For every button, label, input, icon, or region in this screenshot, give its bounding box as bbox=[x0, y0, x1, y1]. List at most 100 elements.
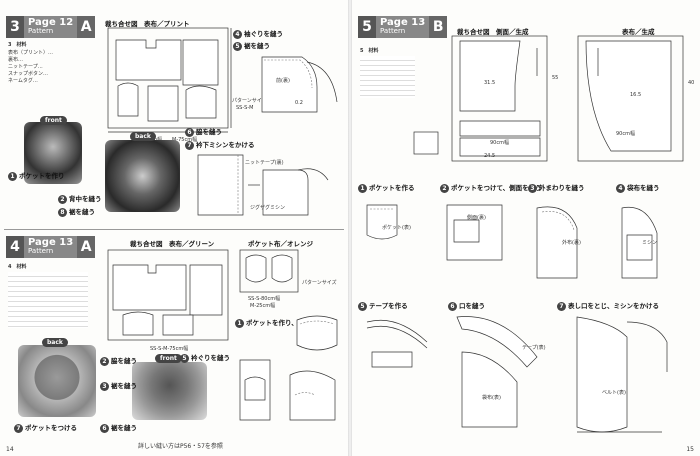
back-label: back bbox=[42, 338, 68, 347]
zigzag-label: ジグザグミシン bbox=[250, 205, 286, 211]
pocket-dim: SS-S-80cm幅 bbox=[248, 296, 281, 302]
front-label: front bbox=[40, 116, 67, 125]
materials-title: 3 材料 bbox=[8, 42, 27, 48]
bag-label: 袋布(表) bbox=[482, 395, 501, 401]
materials-title: 4 材料 bbox=[8, 264, 27, 270]
section-number: 4 bbox=[6, 236, 24, 258]
material-item: ネームタグ… bbox=[8, 78, 38, 84]
pocket-dim: M-25cm幅 bbox=[250, 303, 276, 309]
steps-5-7-diagrams bbox=[366, 316, 668, 433]
armhole-diagram bbox=[261, 56, 338, 113]
section-number: 5 bbox=[358, 16, 376, 38]
width-dim: SS-S-M-75cm幅 bbox=[150, 346, 189, 352]
section-divider bbox=[4, 229, 344, 230]
side-seam-diagram bbox=[197, 154, 329, 216]
left-page: 3 Page 12 Pattern A 3 材料 表布（プリント）… 裏布… ニ… bbox=[0, 0, 348, 456]
back-label: back bbox=[130, 132, 156, 141]
dim-label: 16.5 bbox=[630, 92, 642, 98]
materials-text-block bbox=[360, 56, 415, 98]
layout-title: 裁ち合せ図 側面／生成 bbox=[457, 28, 529, 36]
garment-photo-back-2 bbox=[18, 345, 96, 417]
seam-allowance: 0.2 bbox=[295, 100, 303, 106]
garment-photo-back bbox=[105, 140, 180, 212]
pocket-label: ポケット(表) bbox=[382, 225, 411, 231]
dim-label: 90cm幅 bbox=[616, 131, 635, 137]
bag-layout-diagram bbox=[577, 35, 684, 162]
side-label: 側面(裏) bbox=[467, 215, 486, 221]
book-gutter bbox=[348, 0, 352, 456]
page-ref: Page 12 bbox=[28, 17, 74, 28]
pocket-diagram bbox=[296, 315, 338, 351]
pattern-ref: Pattern bbox=[380, 27, 406, 35]
dim-label: 24.5 bbox=[484, 153, 496, 159]
dim-label: 90cm幅 bbox=[490, 140, 509, 146]
material-item: ニットテープ… bbox=[8, 64, 43, 70]
pattern-ref: Pattern bbox=[28, 27, 54, 35]
material-item: 表布（プリント）… bbox=[8, 50, 54, 56]
pocket-layout-diagram bbox=[239, 249, 299, 293]
dim-label: 31.5 bbox=[484, 80, 496, 86]
steps-1-4-diagrams bbox=[366, 204, 658, 279]
stitch-label: ミシン bbox=[642, 240, 658, 246]
pocket-attach-diagram bbox=[239, 359, 336, 421]
layout-title-2: 表布／生成 bbox=[622, 28, 655, 36]
section-5-badge: 5 Page 13 Pattern B bbox=[358, 16, 448, 38]
pocket-pattern-diagram bbox=[413, 131, 439, 155]
footer-note: 詳しい縫い方はP56・57を参照 bbox=[138, 443, 223, 450]
pocket-title: ポケット布／オレンジ bbox=[248, 240, 313, 248]
cutting-layout-diagram-2 bbox=[107, 249, 229, 341]
outer-label: 外布(裏) bbox=[562, 240, 581, 246]
seam-label: 前(裏) bbox=[276, 78, 290, 84]
right-page: 5 Page 13 Pattern B 5 材料 裁ち合せ図 側面／生成 表布／… bbox=[352, 0, 700, 456]
width-dim: M-75cm幅 bbox=[172, 137, 198, 143]
page-number: 14 bbox=[6, 446, 14, 453]
knit-tape-label: ニットテープ(裏) bbox=[245, 160, 284, 166]
pattern-letter: A bbox=[77, 236, 96, 258]
tape-label: テープ(表) bbox=[522, 345, 546, 351]
pattern-letter: A bbox=[77, 16, 96, 38]
section-4-badge: 4 Page 13 Pattern A bbox=[6, 236, 96, 258]
dim-label: 40 bbox=[688, 80, 695, 86]
layout-title: 裁ち合せ図 表布／グリーン bbox=[130, 240, 215, 248]
materials-text-block bbox=[8, 272, 88, 328]
dim-label: 55 bbox=[552, 75, 559, 81]
side-layout-diagram bbox=[451, 35, 548, 162]
page-ref: Page 13 bbox=[28, 237, 74, 248]
layout-title: 裁ち合せ図 表布／プリント bbox=[105, 20, 190, 28]
garment-photo-front-2 bbox=[132, 362, 207, 420]
page-number: 15 bbox=[686, 446, 694, 453]
pattern-size-label: パターンサイズ bbox=[302, 280, 337, 286]
section-number: 3 bbox=[6, 16, 24, 38]
pattern-size-values: SS-S-M bbox=[236, 105, 254, 111]
pattern-letter: B bbox=[429, 16, 448, 38]
material-item: 裏布… bbox=[8, 57, 24, 63]
section-3-badge: 3 Page 12 Pattern A bbox=[6, 16, 96, 38]
materials-title: 5 材料 bbox=[360, 48, 379, 54]
pattern-ref: Pattern bbox=[28, 247, 54, 255]
pattern-size-label: パターンサイズ bbox=[232, 98, 267, 104]
cutting-layout-diagram bbox=[107, 27, 232, 133]
page-ref: Page 13 bbox=[380, 17, 426, 28]
belt-label: ベルト(表) bbox=[602, 390, 626, 396]
